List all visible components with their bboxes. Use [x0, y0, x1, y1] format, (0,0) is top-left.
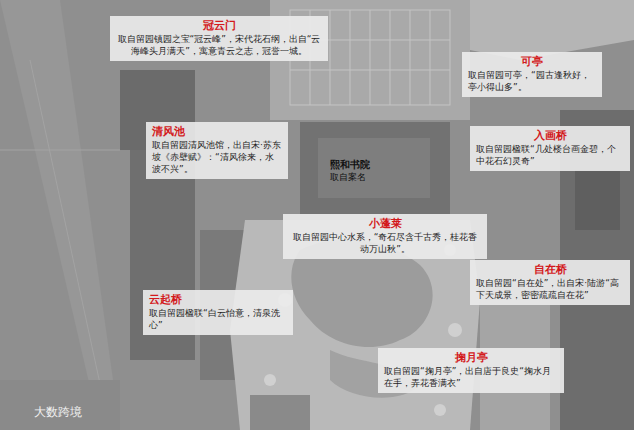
place-description: 取自案名 — [330, 171, 386, 183]
place-name: 冠云门 — [116, 19, 322, 33]
place-description: 取自留园“自在处”，出自宋·陆游“高下天成景，密密疏疏自在花” — [476, 277, 624, 301]
place-name: 清风池 — [152, 125, 282, 139]
place-name: 可亭 — [468, 55, 596, 69]
place-name: 入画桥 — [476, 129, 624, 143]
place-description: 取自留园楹联“几处楼台画金碧，个中花石幻灵奇” — [476, 143, 624, 167]
place-description: 取自留园镇园之宝“冠云峰”，宋代花石纲，出自“云海峰头月满天”，寓意青云之志，冠… — [116, 33, 322, 57]
place-description: 取自留园“掬月亭”，出自唐于良史“掬水月在手，弄花香满衣” — [384, 365, 558, 389]
callout-box: 云起桥取自留园楹联“白云怡意，清泉洗心” — [143, 290, 293, 335]
place-name: 小蓬莱 — [289, 217, 481, 231]
callout-box: 可亭取自留园可亭，“园古逢秋好，亭小得山多”。 — [462, 52, 602, 97]
callout-box: 冠云门取自留园镇园之宝“冠云峰”，宋代花石纲，出自“云海峰头月满天”，寓意青云之… — [110, 16, 328, 61]
callout-box: 自在桥取自留园“自在处”，出自宋·陆游“高下天成景，密密疏疏自在花” — [470, 260, 630, 305]
place-description: 取自留园清风池馆，出自宋·苏东坡《赤壁赋》：“清风徐来，水波不兴”。 — [152, 139, 282, 175]
callout-box: 小蓬莱取自留园中心水系，“奇石尽含千古秀，桂花香动万山秋”。 — [283, 214, 487, 259]
building-label: 熙和书院取自案名 — [328, 156, 388, 185]
place-name: 掬月亭 — [384, 351, 558, 365]
place-description: 取自留园中心水系，“奇石尽含千古秀，桂花香动万山秋”。 — [289, 231, 481, 255]
place-description: 取自留园楹联“白云怡意，清泉洗心” — [149, 307, 287, 331]
callout-box: 掬月亭取自留园“掬月亭”，出自唐于良史“掬水月在手，弄花香满衣” — [378, 348, 564, 393]
place-description: 取自留园可亭，“园古逢秋好，亭小得山多”。 — [468, 69, 596, 93]
watermark: 大数跨境 — [34, 404, 82, 421]
place-name: 熙和书院 — [330, 158, 386, 171]
place-name: 云起桥 — [149, 293, 287, 307]
callout-box: 清风池取自留园清风池馆，出自宋·苏东坡《赤壁赋》：“清风徐来，水波不兴”。 — [146, 122, 288, 179]
callout-box: 入画桥取自留园楹联“几处楼台画金碧，个中花石幻灵奇” — [470, 126, 630, 171]
place-name: 自在桥 — [476, 263, 624, 277]
